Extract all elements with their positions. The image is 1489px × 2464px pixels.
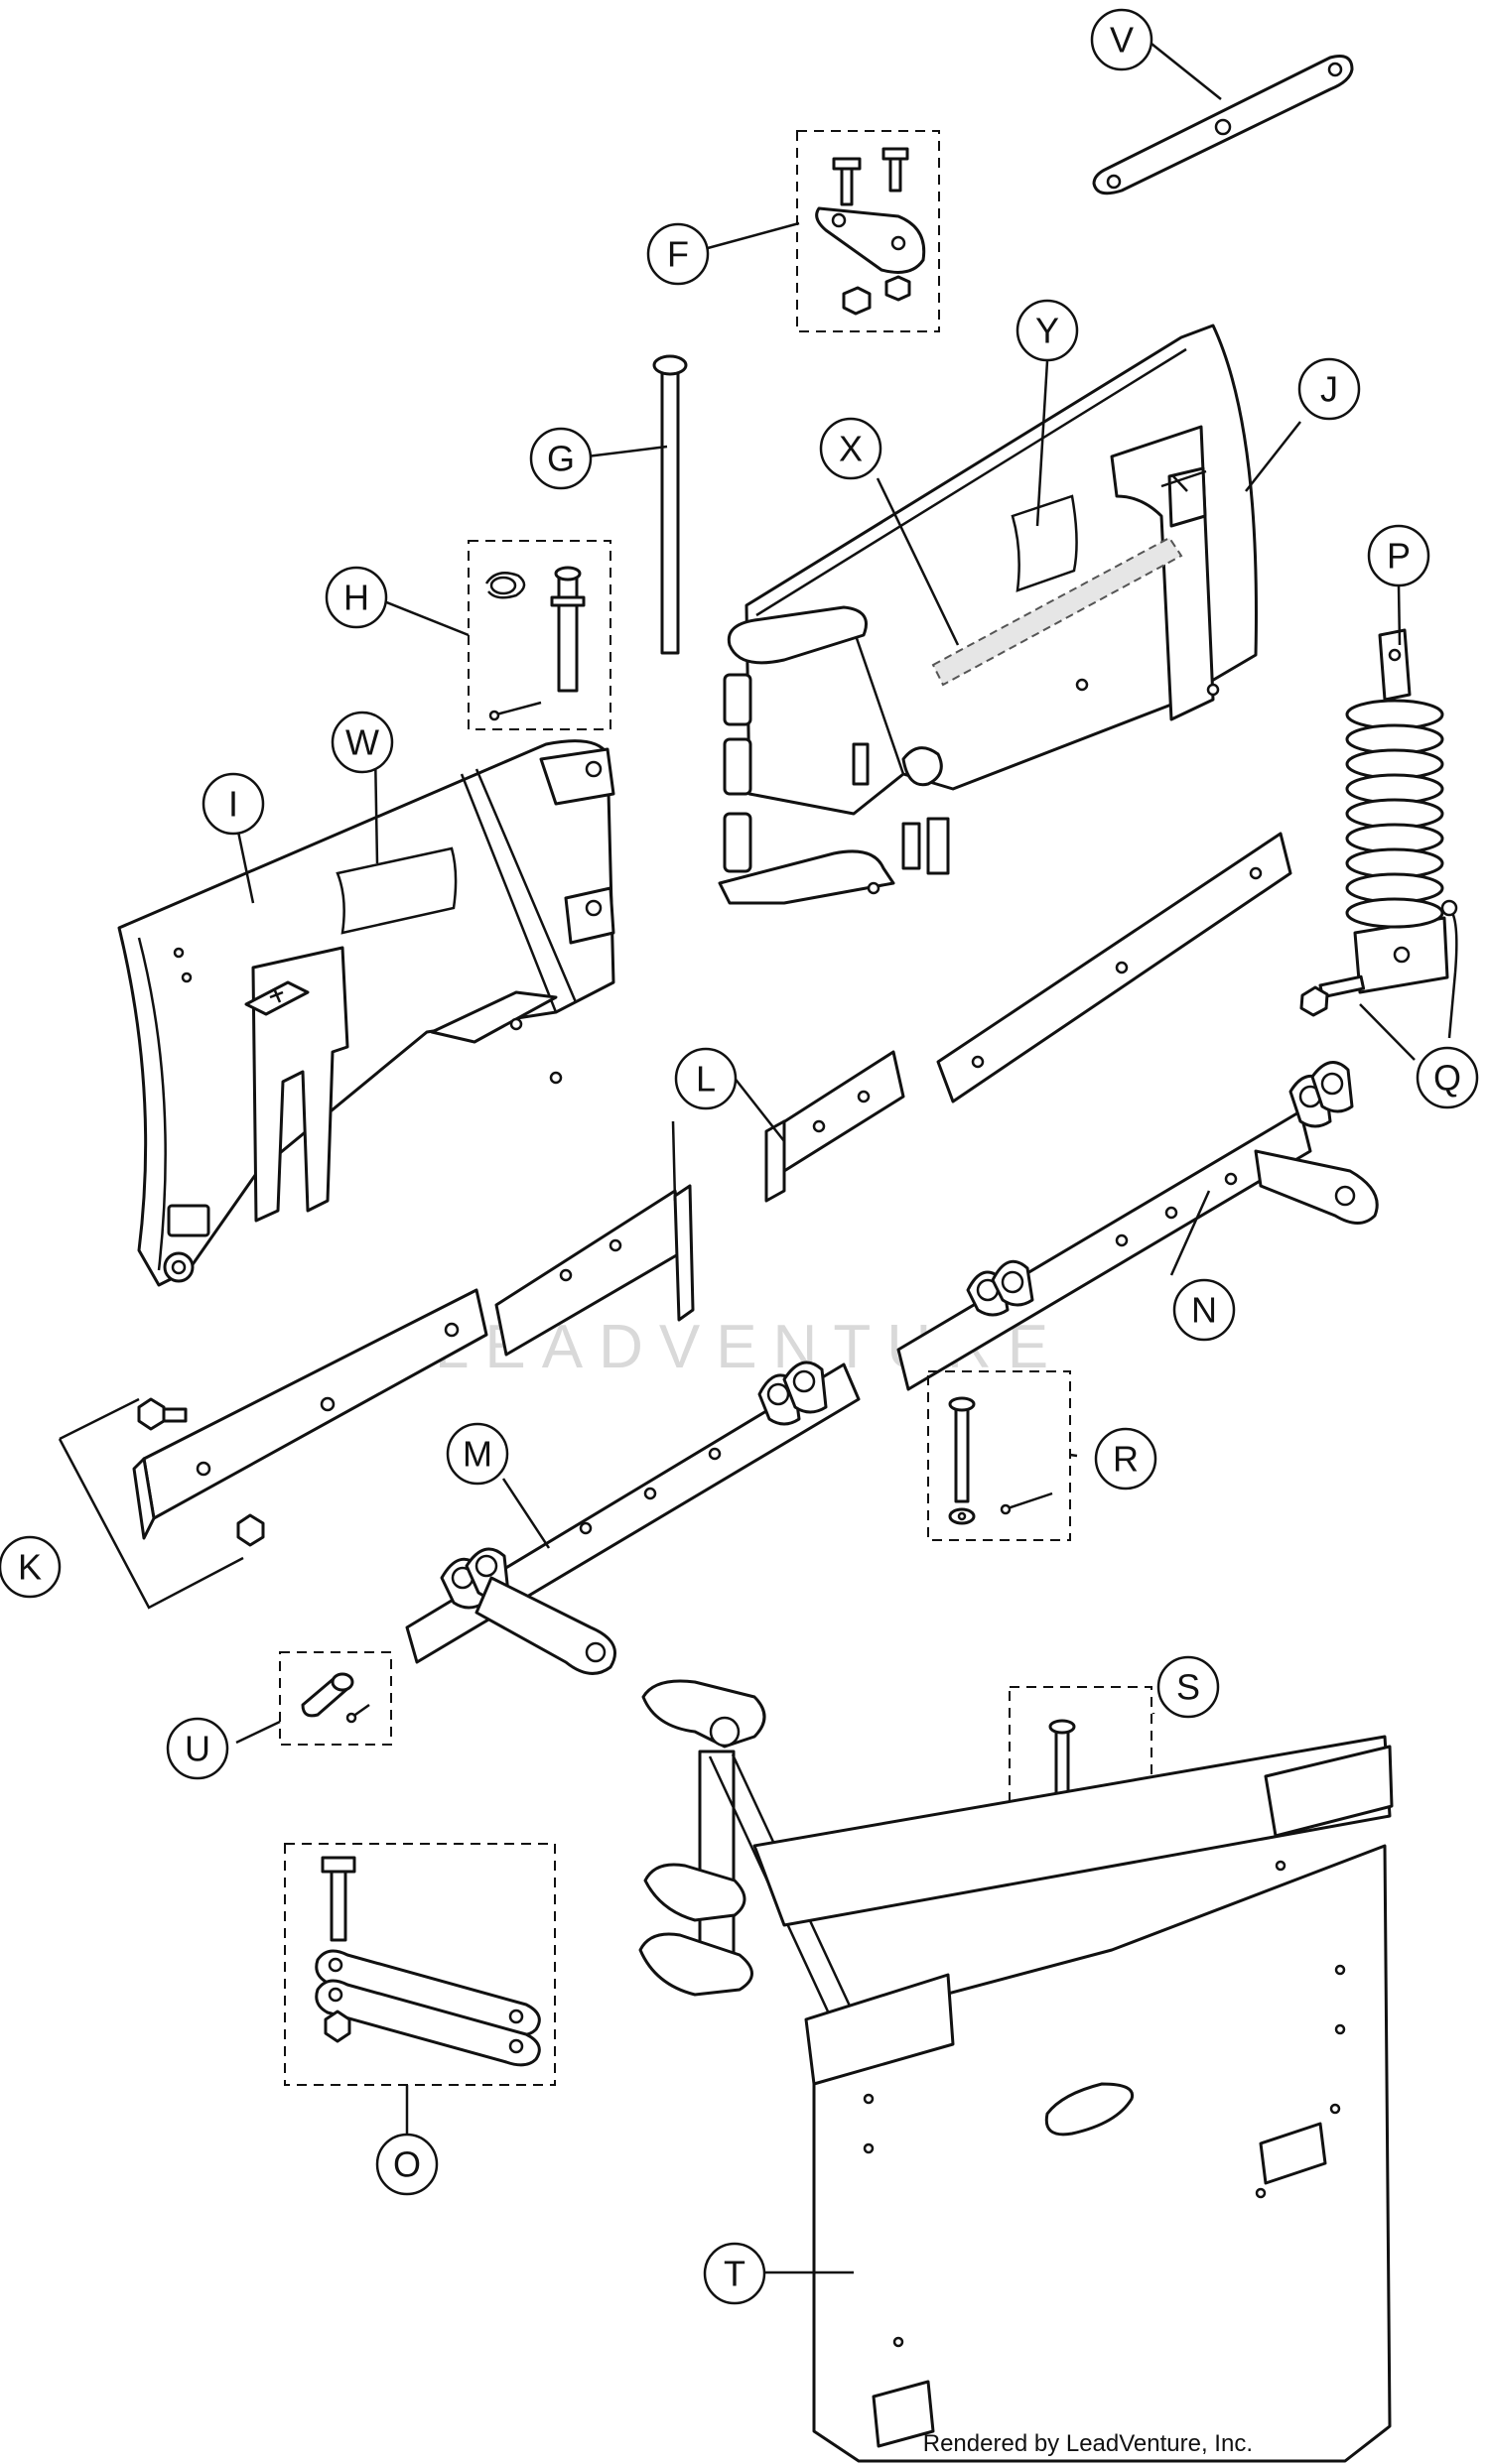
svg-text:Q: Q bbox=[1433, 1058, 1461, 1099]
svg-text:R: R bbox=[1113, 1439, 1139, 1480]
callout-w: W bbox=[331, 711, 394, 774]
svg-text:U: U bbox=[185, 1729, 210, 1769]
group-f-bracket-hardware bbox=[796, 130, 940, 332]
callout-v: V bbox=[1090, 8, 1153, 71]
callout-h: H bbox=[325, 566, 388, 629]
callout-l: L bbox=[674, 1047, 738, 1110]
callout-r: R bbox=[1094, 1427, 1157, 1491]
svg-text:M: M bbox=[463, 1434, 492, 1475]
callout-u: U bbox=[166, 1717, 229, 1780]
part-q-bolt-hardware bbox=[1299, 899, 1458, 1017]
rendered-by-credit: Rendered by LeadVenture, Inc. bbox=[923, 2430, 1253, 2457]
callout-k: K bbox=[0, 1535, 62, 1599]
callout-i: I bbox=[202, 772, 265, 836]
svg-text:H: H bbox=[343, 578, 369, 618]
svg-text:N: N bbox=[1191, 1290, 1217, 1331]
svg-text:J: J bbox=[1320, 369, 1338, 410]
svg-text:W: W bbox=[345, 722, 379, 763]
group-u-short-pin bbox=[279, 1651, 392, 1746]
callout-p: P bbox=[1367, 524, 1430, 587]
part-p-spring-assembly bbox=[1345, 628, 1449, 994]
part-w-decal bbox=[336, 846, 458, 935]
part-l-edge-plates bbox=[494, 832, 1292, 1357]
callout-q: Q bbox=[1416, 1046, 1479, 1109]
svg-text:O: O bbox=[393, 2144, 421, 2185]
callout-j: J bbox=[1297, 357, 1361, 421]
leader-lines bbox=[235, 43, 1457, 2274]
part-y-decal bbox=[1011, 494, 1078, 592]
svg-text:P: P bbox=[1387, 536, 1411, 577]
svg-text:V: V bbox=[1110, 20, 1134, 61]
group-o-linkage bbox=[284, 1843, 556, 2086]
part-x-decal-strip bbox=[931, 536, 1183, 687]
part-i-left-blade bbox=[117, 739, 615, 1287]
callout-f: F bbox=[646, 222, 710, 286]
svg-text:L: L bbox=[696, 1059, 716, 1100]
svg-text:F: F bbox=[667, 234, 689, 275]
part-g-long-pin bbox=[652, 354, 688, 655]
part-n-right-push-arm bbox=[896, 1061, 1379, 1391]
svg-text:S: S bbox=[1176, 1667, 1200, 1708]
callout-o: O bbox=[375, 2133, 439, 2196]
svg-text:Y: Y bbox=[1035, 311, 1059, 351]
part-v-link-bar bbox=[1092, 55, 1354, 195]
callout-m: M bbox=[446, 1422, 509, 1486]
svg-text:T: T bbox=[724, 2254, 745, 2294]
part-j-right-blade bbox=[718, 324, 1258, 905]
callout-s: S bbox=[1156, 1655, 1220, 1719]
callout-x: X bbox=[819, 417, 882, 480]
part-m-left-push-arm bbox=[405, 1361, 861, 1675]
svg-text:X: X bbox=[839, 429, 863, 469]
group-r-pin bbox=[927, 1370, 1071, 1541]
callout-g: G bbox=[529, 427, 593, 490]
group-h-pivot-pin bbox=[468, 540, 611, 730]
part-t-mounting-frame bbox=[638, 1679, 1394, 2463]
svg-text:G: G bbox=[547, 439, 575, 479]
part-k-cutting-edge bbox=[58, 1288, 488, 1610]
svg-text:I: I bbox=[228, 784, 238, 825]
callout-n: N bbox=[1172, 1278, 1236, 1342]
callout-t: T bbox=[703, 2242, 766, 2305]
svg-text:K: K bbox=[18, 1547, 42, 1588]
callout-y: Y bbox=[1015, 299, 1079, 362]
